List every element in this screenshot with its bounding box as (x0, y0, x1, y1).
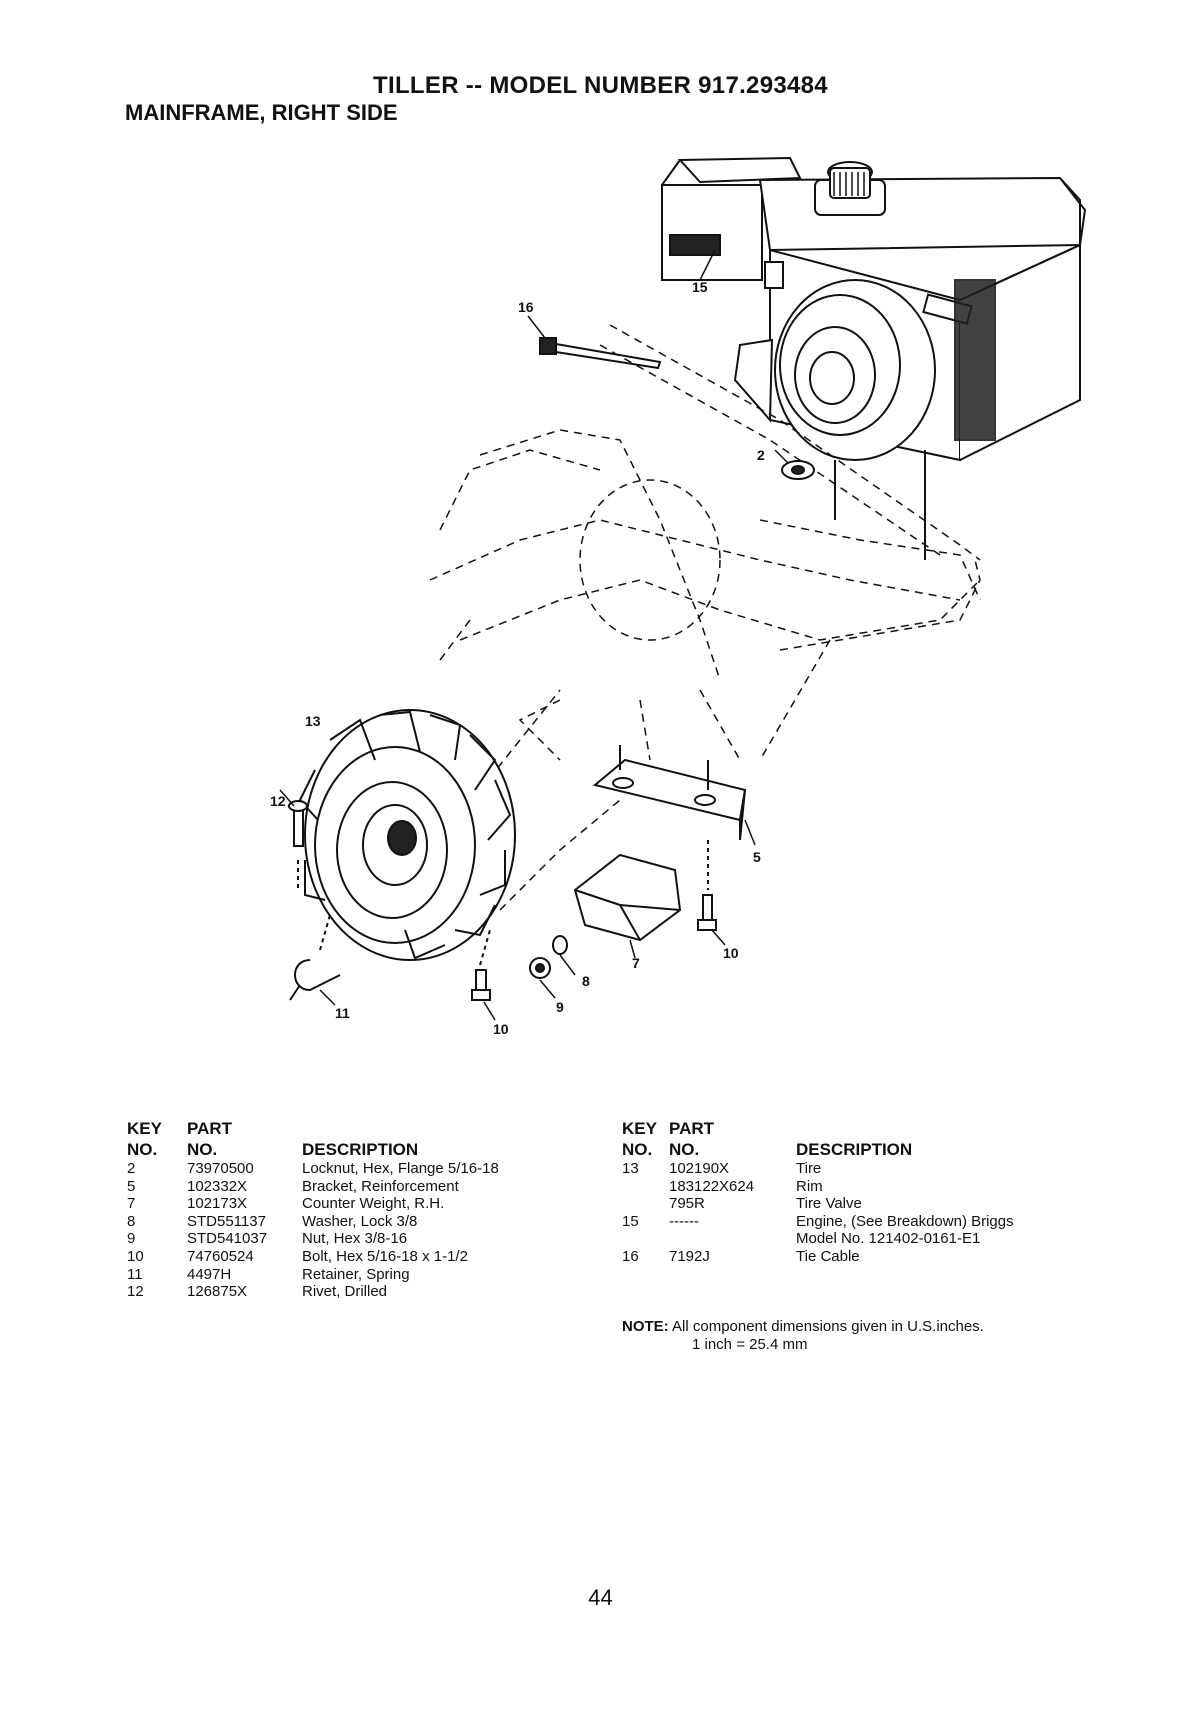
part-no (669, 1230, 796, 1248)
part-no: STD541037 (187, 1230, 268, 1248)
part-no: 4497H (187, 1265, 232, 1283)
tie-cable-illustration (527, 315, 662, 370)
parts-list-right: KEY PART NO. NO. DESCRIPTION 13 102190X Ti… (622, 1118, 1014, 1266)
drilled-rivet-illustration (279, 789, 308, 890)
callout-15: 15 (692, 279, 708, 295)
hex-bolt-right-illustration (697, 840, 726, 946)
key-no (622, 1178, 669, 1196)
header-key-line2: NO. (622, 1140, 653, 1159)
part-description: Bracket, Reinforcement (302, 1177, 459, 1195)
key-no: 13 (622, 1160, 639, 1177)
key-no: 15 (622, 1212, 639, 1230)
part-description: Tie Cable (796, 1247, 860, 1265)
header-key-line1: KEY (622, 1119, 657, 1138)
page-title: TILLER -- MODEL NUMBER 917.293484 (373, 72, 828, 99)
dimension-note: NOTE: All component dimensions given in … (622, 1318, 984, 1353)
key-no: 7 (127, 1195, 136, 1213)
callout-5: 5 (753, 849, 761, 865)
part-no: 102332X (187, 1177, 248, 1195)
callout-7: 7 (632, 955, 640, 971)
part-no: ------ (669, 1212, 699, 1230)
table-row: 11 4497H Retainer, Spring (127, 1266, 499, 1284)
key-no: 2 (127, 1160, 136, 1177)
table-row: 795R Tire Valve (622, 1195, 1014, 1213)
washer-nut-bolt-left-illustration (471, 929, 576, 1021)
key-no: 8 (127, 1212, 136, 1230)
table-row: 10 74760524 Bolt, Hex 5/16-18 x 1-1/2 (127, 1248, 499, 1266)
table-row: 7 102173X Counter Weight, R.H. (127, 1195, 499, 1213)
callout-12: 12 (270, 793, 286, 809)
key-no (622, 1195, 669, 1213)
callout-8: 8 (582, 973, 590, 989)
note-label: NOTE: (622, 1318, 669, 1335)
table-row: 9 STD541037 Nut, Hex 3/8-16 (127, 1230, 499, 1248)
part-no: 74760524 (187, 1247, 254, 1265)
section-subtitle: MAINFRAME, RIGHT SIDE (125, 100, 398, 125)
part-no: 102190X (669, 1160, 730, 1177)
part-no: 102173X (187, 1195, 248, 1213)
spring-retainer-illustration (289, 914, 341, 1006)
callout-16: 16 (518, 299, 534, 315)
exploded-parts-diagram: 16 15 2 13 12 5 7 10 8 9 11 10 (270, 156, 1087, 1037)
key-no: 9 (127, 1230, 136, 1248)
key-no: 16 (622, 1247, 639, 1265)
part-description: Counter Weight, R.H. (302, 1195, 445, 1213)
table-row: 16 7192J Tie Cable (622, 1248, 1014, 1266)
header-key-line1: KEY (127, 1119, 162, 1138)
page-number: 44 (588, 1585, 613, 1610)
key-no: 12 (127, 1283, 144, 1301)
part-description: Tire (796, 1160, 822, 1177)
part-description: Model No. 121402-0161-E1 (796, 1230, 981, 1248)
part-no: 795R (669, 1195, 705, 1213)
table-row: 8 STD551137 Washer, Lock 3/8 (127, 1213, 499, 1231)
part-description: Washer, Lock 3/8 (302, 1212, 418, 1230)
table-row: 183122X624 Rim (622, 1178, 1014, 1196)
table-row: Model No. 121402-0161-E1 (622, 1230, 1014, 1248)
part-no: 73970500 (187, 1160, 254, 1177)
header-part-line1: PART (669, 1119, 715, 1138)
parts-list-left: KEY PART NO. NO. DESCRIPTION 2 73970500 Lo… (127, 1118, 499, 1301)
part-description: Nut, Hex 3/8-16 (302, 1230, 408, 1248)
tire-wheel-illustration (298, 709, 516, 961)
part-description: Bolt, Hex 5/16-18 x 1-1/2 (302, 1247, 468, 1265)
part-description: Tire Valve (796, 1195, 862, 1213)
header-part-line1: PART (187, 1119, 233, 1138)
table-row: 5 102332X Bracket, Reinforcement (127, 1178, 499, 1196)
key-no (622, 1230, 669, 1248)
header-part-line2: NO. (187, 1140, 218, 1159)
key-no: 11 (127, 1265, 143, 1283)
callout-9: 9 (556, 999, 564, 1015)
callout-13: 13 (305, 713, 321, 729)
engine-illustration (661, 156, 1087, 560)
table-row: 2 73970500 Locknut, Hex, Flange 5/16-18 (127, 1160, 499, 1178)
callout-10-right: 10 (723, 945, 739, 961)
table-row: 13 102190X Tire (622, 1160, 1014, 1178)
part-no: 183122X624 (669, 1177, 755, 1195)
key-no: 5 (127, 1177, 136, 1195)
counter-weight-illustration (573, 853, 682, 959)
part-description: Engine, (See Breakdown) Briggs (796, 1212, 1014, 1230)
part-description: Retainer, Spring (302, 1265, 410, 1283)
note-line1: All component dimensions given in U.S.in… (672, 1318, 984, 1335)
table-row: 15 ------ Engine, (See Breakdown) Briggs (622, 1213, 1014, 1231)
callout-2: 2 (757, 447, 765, 463)
part-description: Locknut, Hex, Flange 5/16-18 (302, 1160, 499, 1177)
header-description: DESCRIPTION (302, 1140, 419, 1159)
part-no: 126875X (187, 1283, 248, 1301)
note-line2: 1 inch = 25.4 mm (692, 1335, 808, 1353)
part-description: Rim (796, 1177, 823, 1195)
reinforcement-bracket-illustration (592, 745, 756, 846)
part-description: Rivet, Drilled (302, 1283, 388, 1301)
header-key-line2: NO. (127, 1140, 158, 1159)
table-row: 12 126875X Rivet, Drilled (127, 1283, 499, 1301)
callout-10-left: 10 (493, 1021, 509, 1037)
header-part-line2: NO. (669, 1140, 700, 1159)
callout-11: 11 (335, 1005, 350, 1021)
part-no: 7192J (669, 1247, 710, 1265)
locknut-illustration (774, 449, 815, 480)
header-description: DESCRIPTION (796, 1140, 913, 1159)
part-no: STD551137 (187, 1212, 266, 1230)
key-no: 10 (127, 1247, 144, 1265)
